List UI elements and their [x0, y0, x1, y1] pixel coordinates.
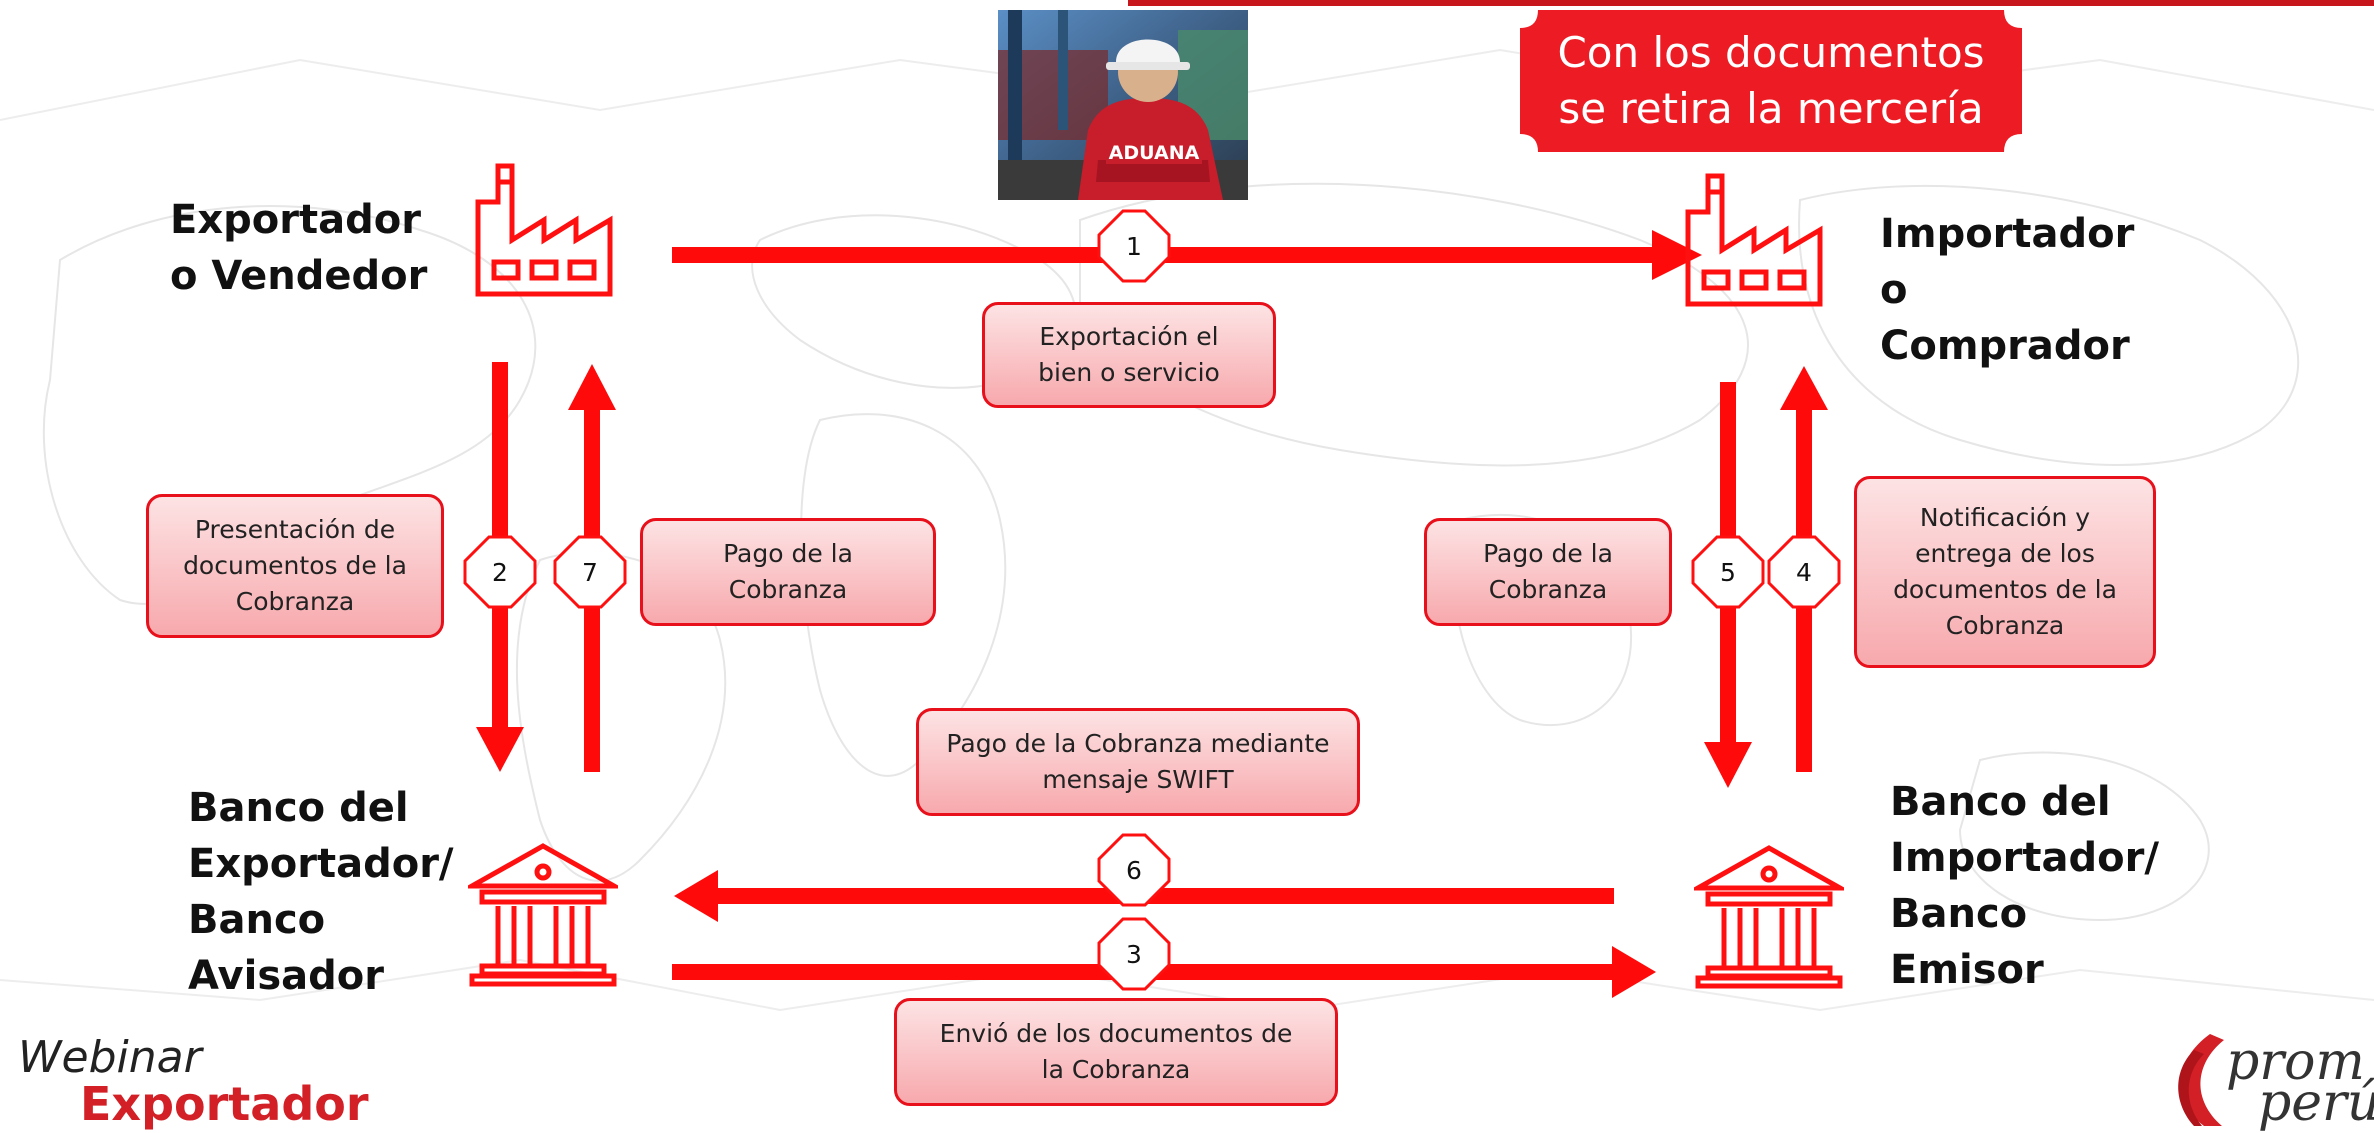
exporter-bank-label-line: Exportador/	[188, 841, 454, 887]
step-number-badge: 6	[1097, 833, 1171, 907]
step-3-label-line: Envió de los documentos de	[939, 1019, 1293, 1048]
factory-icon	[475, 163, 613, 297]
step-5-label-line: Cobranza	[1488, 575, 1608, 604]
brand-line-1: Webinar	[18, 1032, 202, 1083]
step-number-badge: 4	[1767, 535, 1841, 609]
exporter-bank-label-line: Banco	[188, 897, 326, 943]
step-3-label-line: la Cobranza	[1041, 1055, 1191, 1084]
callout-line-1: Con los documentos	[1557, 28, 1985, 77]
customs-officer-photo: ADUANA	[998, 10, 1248, 200]
brand-line-2: Exportador	[80, 1077, 369, 1131]
step-4-label-line: Cobranza	[1945, 611, 2065, 640]
bank-icon	[1694, 845, 1844, 989]
step-6-label: Pago de la Cobranza mediante mensaje SWI…	[916, 708, 1360, 816]
exporter-label: Exportador o Vendedor	[170, 192, 427, 304]
exporter-bank-label-line: Banco del	[188, 785, 409, 831]
promperu-swoosh-icon	[2178, 1034, 2224, 1126]
step-4-label-line: Notificación y	[1919, 503, 2091, 532]
step-5-label: Pago de la Cobranza	[1424, 518, 1672, 626]
step-2-label-line: documentos de la	[183, 551, 407, 580]
step-number: 1	[1126, 231, 1142, 261]
step-number-badge: 2	[463, 535, 537, 609]
photo-badge-text: ADUANA	[1109, 142, 1200, 164]
step-4-label-line: entrega de los	[1915, 539, 2095, 568]
importer-bank-label-line: Importador/	[1890, 835, 2159, 881]
step-2-label-line: Cobranza	[235, 587, 355, 616]
importer-label-line: o	[1880, 267, 1908, 313]
arrow-export	[672, 230, 1702, 280]
step-number: 7	[582, 557, 598, 587]
step-6-label-line: mensaje SWIFT	[1042, 765, 1234, 794]
importer-bank-label-line: Banco del	[1890, 779, 2111, 825]
step-4-label: Notificación y entrega de los documentos…	[1854, 476, 2156, 668]
exporter-label-line: Exportador	[170, 197, 421, 243]
callout-box: Con los documentos se retira la mercería	[1520, 10, 2022, 152]
step-number-badge: 5	[1691, 535, 1765, 609]
webinar-exportador-logo: Webinar Exportador	[18, 1032, 369, 1131]
step-number: 5	[1720, 557, 1736, 587]
step-number: 2	[492, 557, 508, 587]
step-2-label-line: Presentación de	[194, 515, 396, 544]
promperu-logo: prom perú	[2164, 1030, 2374, 1133]
step-7-label-line: Cobranza	[728, 575, 848, 604]
factory-icon	[1685, 173, 1823, 307]
step-5-label-line: Pago de la	[1483, 539, 1613, 568]
step-7-label: Pago de la Cobranza	[640, 518, 936, 626]
step-number-badge: 7	[553, 535, 627, 609]
promperu-logo-line: prom	[2226, 1032, 2365, 1092]
step-7-label-line: Pago de la	[723, 539, 853, 568]
step-1-label-line: bien o servicio	[1038, 358, 1220, 387]
arrow-step-6-left	[674, 870, 1614, 922]
importer-label-line: Importador	[1880, 211, 2135, 257]
promperu-logo-line: perú	[2258, 1073, 2374, 1133]
importer-label-line: Comprador	[1880, 323, 2130, 369]
step-1-label-line: Exportación el	[1039, 322, 1219, 351]
step-3-label: Envió de los documentos de la Cobranza	[894, 998, 1338, 1106]
step-4-label-line: documentos de la	[1893, 575, 2117, 604]
step-number-badge: 3	[1097, 917, 1171, 991]
importer-bank-label-line: Banco	[1890, 891, 2028, 937]
callout-line-2: se retira la mercería	[1558, 84, 1984, 133]
step-6-label-line: Pago de la Cobranza mediante	[946, 729, 1330, 758]
exporter-bank-label: Banco del Exportador/ Banco Avisador	[188, 780, 454, 1004]
header-accent-line	[1128, 0, 2374, 6]
exporter-bank-label-line: Avisador	[188, 953, 384, 999]
importer-bank-label-line: Emisor	[1890, 947, 2044, 993]
step-2-label: Presentación de documentos de la Cobranz…	[146, 494, 444, 638]
exporter-label-line: o Vendedor	[170, 253, 428, 299]
importer-label: Importador o Comprador	[1880, 206, 2134, 374]
importer-bank-label: Banco del Importador/ Banco Emisor	[1890, 774, 2159, 998]
step-number: 4	[1796, 557, 1812, 587]
step-number: 3	[1126, 939, 1142, 969]
step-number: 6	[1126, 855, 1142, 885]
bank-icon	[468, 843, 618, 987]
step-1-label: Exportación el bien o servicio	[982, 302, 1276, 408]
step-number-badge: 1	[1097, 209, 1171, 283]
